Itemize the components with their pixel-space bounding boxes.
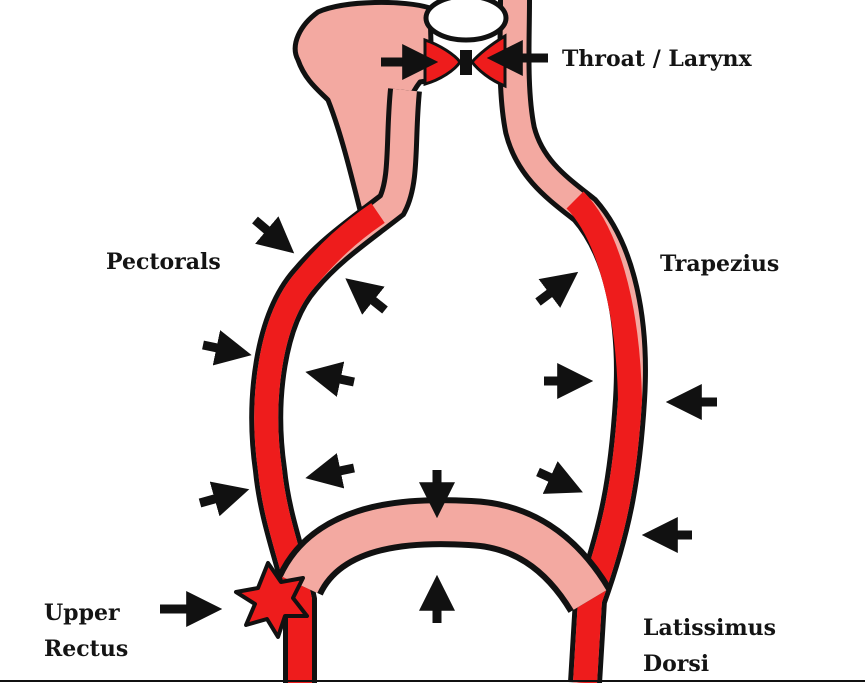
arrow-icon [535,271,579,308]
arrow-group [160,40,717,627]
pectorals-label: Pectorals [106,249,221,275]
larynx-right [470,33,507,89]
diaphragm [282,503,607,611]
upper-rectus-line-1: Upper [44,600,120,626]
trapezius-label: Trapezius [660,251,780,277]
throat-label: Throat / Larynx [562,46,752,72]
pectorals-muscle [254,203,385,683]
arrow-icon [305,453,355,489]
arrow-icon [305,361,355,397]
latissimus-dorsi-label: Latissimus Dorsi [643,610,776,682]
arrow-icon [198,481,250,517]
bottom-border [0,680,865,682]
star-burst-icon [234,561,309,639]
latissimus-line-1: Latissimus [643,615,777,641]
upper-rectus-label: Upper Rectus [44,595,128,667]
airway-top [423,0,509,43]
trapezius-muscle [566,191,643,683]
arrow-icon [536,461,583,494]
upper-rectus-line-2: Rectus [44,636,129,662]
arrow-icon [252,216,295,254]
latissimus-line-2: Dorsi [643,651,710,677]
arrow-icon [345,278,388,315]
larynx-left [423,37,462,86]
arrow-icon [202,330,252,366]
larynx-center [460,50,472,75]
